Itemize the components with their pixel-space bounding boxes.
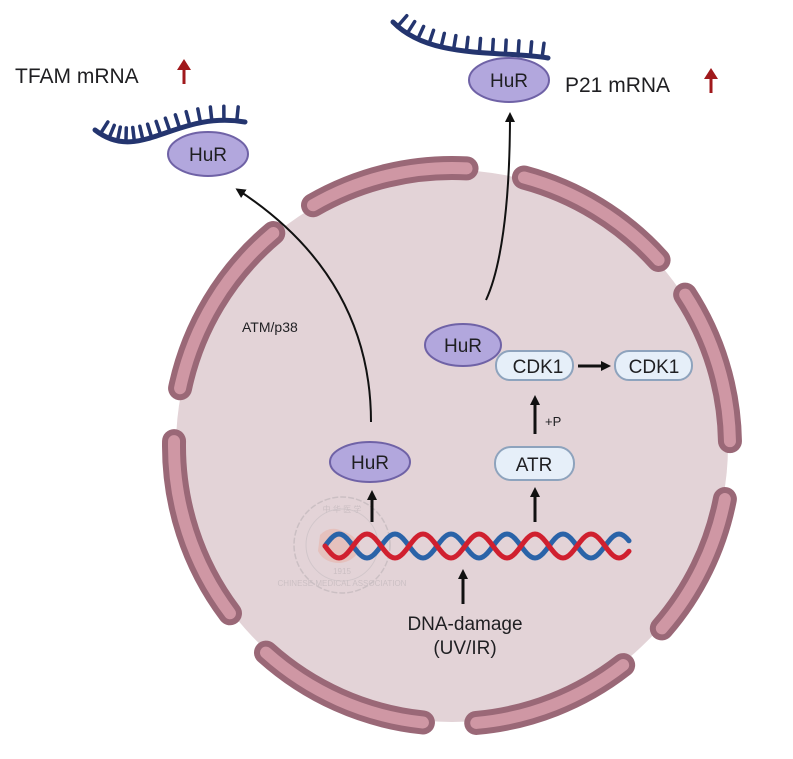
mrna-base [416, 24, 426, 41]
mrna-base [477, 36, 483, 55]
envelope-segment-inner [470, 659, 630, 729]
envelope-segment-inner [174, 227, 280, 395]
mrna-base [490, 37, 496, 56]
envelope-segment-inner [168, 435, 236, 620]
tfam-mrna-strand [92, 104, 248, 145]
mrna-base [145, 122, 154, 140]
tfam-mrna-label: TFAM mRNA [15, 65, 139, 88]
cdk1-bound: CDK1 [495, 350, 574, 381]
mrna-base [464, 35, 470, 53]
envelope-segment-inner [655, 493, 731, 635]
mrna-base [451, 33, 458, 52]
hur-nuclear-label: HuR [351, 453, 389, 474]
mrna-base [395, 14, 409, 29]
hur-complex-label: HuR [444, 336, 482, 357]
mrna-base [503, 38, 508, 56]
mrna-base [154, 119, 163, 137]
watermark-top-text: 中 华 医 学 [323, 504, 362, 514]
mrna-base [540, 41, 546, 59]
atm-p38-label: ATM/p38 [242, 319, 298, 335]
mrna-base [427, 28, 436, 46]
mrna-base [439, 31, 447, 49]
phosphorylation-label: +P [545, 414, 561, 429]
watermark: 中 华 医 学 CHINESE MEDICAL ASSOCIATION 1915 [278, 496, 407, 594]
cdk1-free: CDK1 [614, 350, 693, 381]
mrna-base [130, 125, 137, 144]
hur-p21-label: HuR [490, 71, 528, 92]
mrna-base [208, 105, 214, 123]
dna-damage-source-label: (UV/IR) [433, 638, 496, 659]
envelope-segment-inner [307, 162, 473, 212]
mrna-base [163, 116, 172, 134]
mrna-base [528, 40, 534, 58]
cdk1-free-label: CDK1 [629, 357, 680, 378]
up-arrow-icon [704, 68, 718, 93]
atr: ATR [494, 446, 575, 481]
mrna-base [138, 124, 145, 142]
mrna-base [173, 113, 182, 130]
p21-mrna-strand [390, 14, 551, 61]
envelope-segment-inner [517, 171, 665, 266]
export-arrow-p21 [485, 112, 515, 301]
hur-nuclear: HuR [329, 441, 411, 483]
mrna-base [98, 120, 110, 136]
mrna-base [196, 107, 203, 125]
watermark-year: 1915 [333, 567, 351, 576]
hur-complex: HuR [424, 323, 502, 367]
mrna-base [107, 123, 117, 141]
hur-p21: HuR [468, 57, 550, 103]
hur-tfam-label: HuR [189, 145, 227, 166]
nuclear-envelope [162, 156, 742, 735]
export-arrow-tfam [235, 188, 372, 423]
up-arrow-icon [177, 59, 191, 84]
mrna-base [184, 109, 192, 127]
dna-damage-label: DNA-damage [407, 614, 522, 635]
dna-strand [322, 531, 632, 561]
hur-tfam: HuR [167, 131, 249, 177]
mrna-base [115, 125, 123, 143]
atr-label: ATR [516, 455, 553, 476]
watermark-bottom-text: CHINESE MEDICAL ASSOCIATION [278, 579, 407, 588]
envelope-segment-inner [259, 646, 429, 729]
dna-double-helix [322, 531, 632, 561]
mrna-base [516, 39, 521, 57]
p21-mrna-label: P21 mRNA [565, 74, 670, 97]
cdk1-bound-label: CDK1 [513, 357, 564, 378]
envelope-segment-inner [679, 288, 736, 448]
mrna-base [405, 19, 417, 36]
mrna-base [235, 105, 240, 123]
